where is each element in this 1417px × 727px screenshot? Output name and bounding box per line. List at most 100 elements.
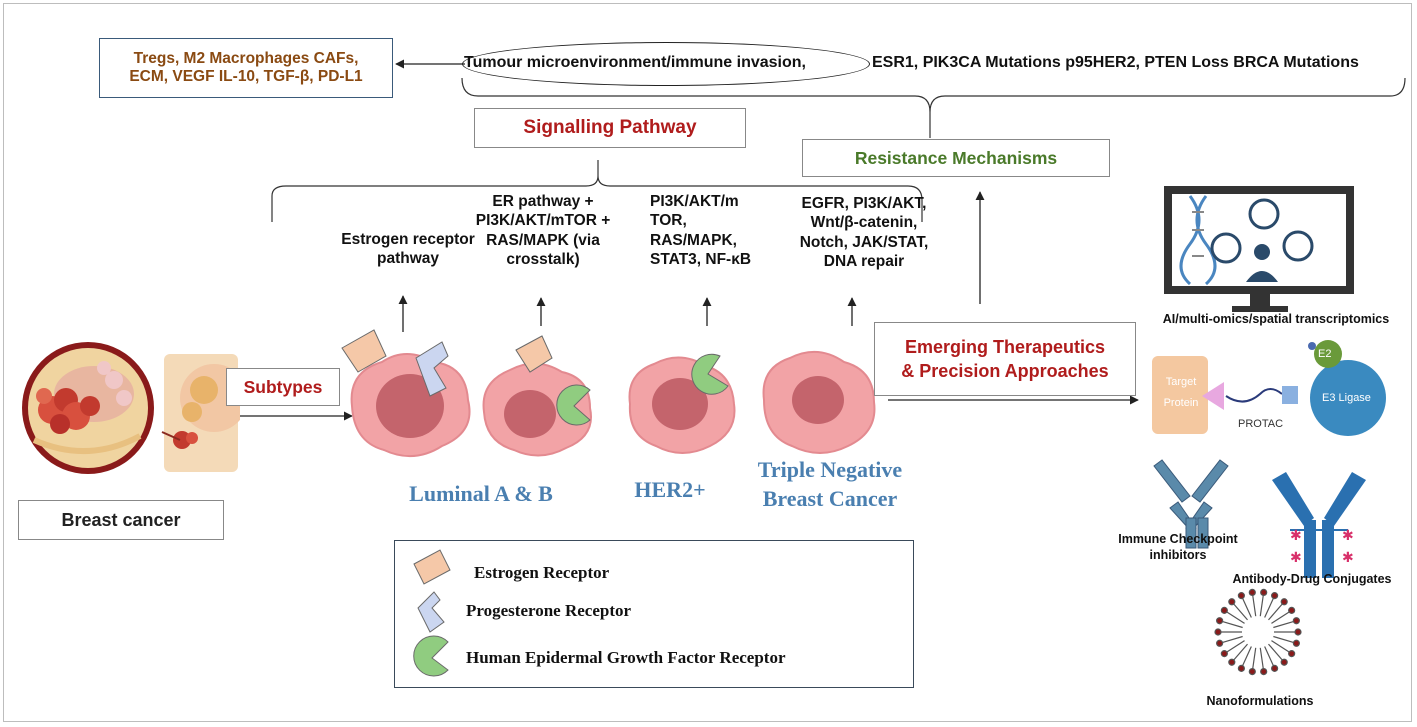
pathway-her2: PI3K/AKT/m TOR, RAS/MAPK, STAT3, NF-κB (650, 192, 790, 270)
nano-head (1248, 588, 1256, 597)
nanoformulations-label: Nanoformulations (1206, 694, 1314, 708)
pathway-estrogen-l2: pathway (376, 250, 439, 268)
protac-label: PROTAC (1238, 418, 1284, 430)
nano-tail (1251, 647, 1257, 672)
pathway-luminal-l2: PI3K/AKT/mTOR + (475, 212, 611, 230)
nano-tail (1224, 609, 1245, 624)
tme-oval (462, 42, 870, 86)
mutations-text: ESR1, PIK3CA Mutations p95HER2, PTEN Los… (872, 54, 1359, 71)
pathway-her2-l1: PI3K/AKT/m (650, 193, 739, 210)
subtype-luminal: Luminal A & B (409, 481, 553, 506)
subtype-tnbc-l2: Breast Cancer (762, 485, 898, 511)
tme-line-1: Tregs, M2 Macrophages CAFs, (133, 50, 359, 67)
e3-ligase-label: E3 Ligase (1322, 392, 1371, 404)
signalling-pathway-label: Signalling Pathway (523, 117, 697, 138)
nano-tail (1231, 601, 1248, 621)
pathway-tnbc: EGFR, PI3K/AKT, Wnt/β-catenin, Notch, JA… (784, 194, 944, 272)
protac-icon (1152, 340, 1386, 436)
pathway-her2-l4: STAT3, NF-κB (650, 251, 752, 269)
nano-tail (1219, 620, 1243, 629)
subtypes-label: Subtypes (243, 376, 323, 397)
monitor-icon (1164, 186, 1354, 312)
signalling-brace (271, 160, 923, 222)
nano-tail (1259, 592, 1265, 617)
svg-text:✱: ✱ (1290, 549, 1302, 565)
svg-text:✱: ✱ (1342, 527, 1354, 543)
immune-checkpoint-icon (1153, 459, 1229, 549)
legend-her-label: Human Epidermal Growth Factor Receptor (466, 648, 786, 667)
nano-tail (1271, 640, 1292, 655)
pathway-luminal-l4: crosstalk) (506, 251, 580, 269)
nano-head (1228, 658, 1236, 666)
nano-tail (1259, 647, 1265, 672)
subtypes-box: Subtypes (226, 368, 340, 406)
pathway-estrogen: Estrogen receptor pathway (298, 230, 518, 269)
legend-icons (413, 549, 451, 677)
legend-estrogen-label: Estrogen Receptor (474, 563, 610, 582)
nano-tail (1268, 601, 1285, 621)
immune-checkpoint-label: Immune Checkpoint inhibitors (1096, 532, 1260, 563)
cells-layer (341, 329, 876, 457)
pathway-tnbc-l2: Wnt/β-catenin, (810, 214, 918, 232)
adc-label: Antibody-Drug Conjugates (1232, 572, 1392, 586)
resistance-mechanisms-box: Resistance Mechanisms (802, 139, 1110, 177)
figure-frame (3, 3, 1412, 722)
nano-head (1216, 617, 1224, 625)
cell-tnbc (762, 351, 876, 454)
pathway-tnbc-l4: DNA repair (823, 253, 905, 271)
nano-head (1294, 628, 1302, 636)
legend-box (394, 540, 914, 688)
subtype-tnbc-l1: Triple Negative (757, 457, 903, 482)
nano-head (1248, 667, 1256, 676)
pathway-estrogen-l1: Estrogen receptor (341, 231, 475, 248)
target-protein-l1: Target (1165, 376, 1197, 388)
nano-head (1292, 639, 1300, 647)
nano-head (1271, 592, 1279, 600)
nano-tail (1271, 609, 1292, 624)
nano-head (1260, 588, 1268, 597)
nano-tail (1240, 595, 1252, 618)
nano-head (1280, 598, 1288, 606)
e2-label: E2 (1318, 348, 1332, 360)
nano-tail (1224, 640, 1245, 655)
pathway-luminal: ER pathway + PI3K/AKT/mTOR + RAS/MAPK (v… (448, 192, 638, 270)
immune-checkpoint-l1: Immune Checkpoint (1118, 532, 1238, 546)
subtype-tnbc: Triple Negative Breast Cancer (730, 456, 930, 513)
pathway-tnbc-l1: EGFR, PI3K/AKT, (801, 195, 927, 212)
nano-head (1260, 667, 1268, 676)
nano-head (1228, 598, 1236, 606)
nano-tail (1251, 592, 1257, 617)
adc-icon: ✱ ✱ ✱ ✱ (1272, 472, 1366, 578)
immune-checkpoint-l2: inhibitors (1149, 547, 1207, 562)
nano-head (1288, 606, 1296, 614)
svg-text:✱: ✱ (1290, 527, 1302, 543)
nano-tail (1268, 643, 1285, 663)
emerging-l2: & Precision Approaches (901, 361, 1109, 381)
legend-her-icon (413, 635, 449, 677)
pathway-tnbc-l3: Notch, JAK/STAT, (799, 233, 929, 251)
pathway-her2-l3: RAS/MAPK, (650, 231, 737, 249)
nano-head (1216, 639, 1224, 647)
top-brace (461, 77, 1406, 138)
signalling-pathway-box: Signalling Pathway (474, 108, 746, 148)
tme-line-2: ECM, VEGF IL-10, TGF-β, PD-L1 (129, 68, 363, 85)
nano-head (1288, 650, 1296, 658)
pathway-luminal-l1: ER pathway + (492, 193, 594, 210)
pathway-luminal-l3: RAS/MAPK (via (486, 231, 600, 249)
nano-head (1237, 664, 1245, 672)
nano-tail (1264, 646, 1276, 669)
emerging-l1: Emerging Therapeutics (904, 336, 1106, 357)
nano-tail (1273, 635, 1297, 644)
svg-text:✱: ✱ (1342, 549, 1354, 565)
breast-cancer-illustration (22, 342, 240, 474)
nano-head (1280, 658, 1288, 666)
tme-oval-text: Tumour microenvironment/immune invasion, (464, 54, 806, 71)
emerging-therapeutics-box: Emerging Therapeutics & Precision Approa… (874, 322, 1136, 396)
breast-cancer-box: Breast cancer (18, 500, 224, 540)
ai-multiomics-label: AI/multi-omics/spatial transcriptomics (1162, 312, 1390, 326)
nano-tail (1273, 620, 1297, 629)
pathway-her2-l2: TOR, (650, 212, 687, 230)
nano-tail (1264, 595, 1276, 618)
therapeutics-graphics: ✱ ✱ ✱ ✱ (1152, 186, 1386, 676)
